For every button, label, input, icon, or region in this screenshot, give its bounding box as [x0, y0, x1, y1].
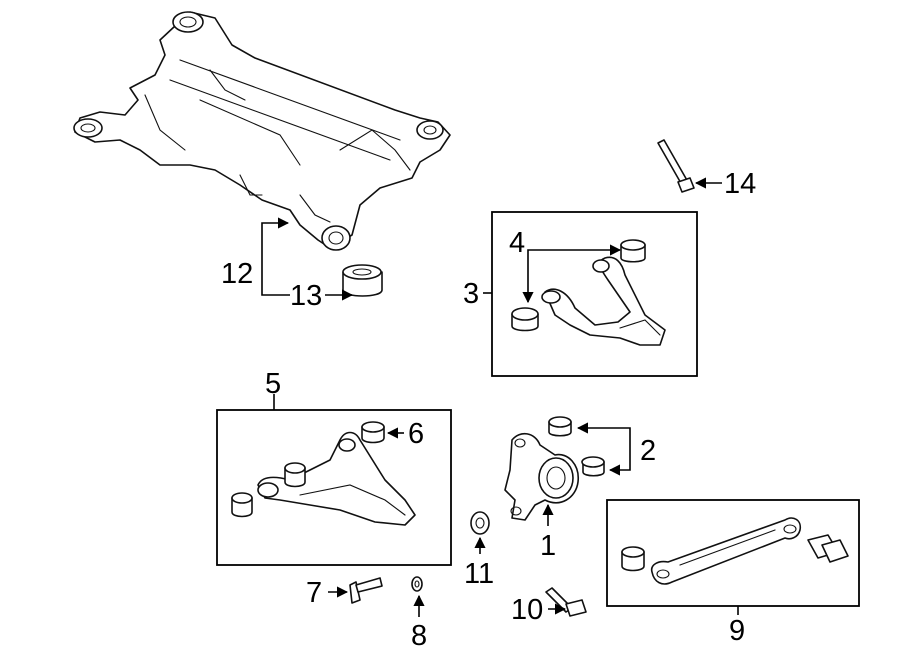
upper-arm-box [491, 211, 698, 377]
knuckle-bolt [545, 587, 587, 617]
callout-1: 1 [540, 530, 556, 562]
callout-4: 4 [509, 227, 525, 259]
long-bolt [657, 139, 695, 193]
subframe-bushing [342, 264, 383, 297]
cam-washer [470, 511, 490, 535]
knuckle-bushing-lower [581, 456, 605, 477]
callout-7: 7 [306, 577, 322, 609]
leader-12 [261, 217, 290, 272]
upper-arm-bushing-top [620, 239, 646, 263]
upper-control-arm [541, 256, 666, 346]
leader-2b [608, 450, 631, 476]
callout-5: 5 [265, 368, 281, 400]
lower-arm-bushing-top [361, 421, 385, 444]
callout-13: 13 [290, 280, 322, 312]
link-bushing-left [621, 546, 645, 572]
leader-4 [522, 244, 622, 304]
link-bushing-right [807, 534, 849, 563]
lateral-link [650, 517, 802, 585]
knuckle [504, 432, 579, 521]
subframe-crossmember [73, 11, 451, 251]
lower-arm-box [216, 409, 452, 566]
washer [411, 576, 423, 592]
leader-12-13 [261, 272, 290, 296]
leader-2 [576, 422, 631, 450]
arm-bolt [349, 577, 383, 604]
lower-control-arm [257, 431, 416, 526]
callout-3: 3 [463, 278, 479, 310]
callout-8: 8 [411, 620, 427, 652]
callout-6: 6 [408, 418, 424, 450]
lateral-link-box [606, 499, 860, 607]
callout-10: 10 [511, 594, 543, 626]
callout-9: 9 [729, 615, 745, 647]
callout-11: 11 [464, 558, 494, 590]
lower-arm-bushing-left [231, 492, 253, 518]
callout-14: 14 [724, 168, 756, 200]
upper-arm-bushing-bottom [511, 307, 539, 332]
knuckle-bushing-upper [548, 416, 572, 437]
callout-12: 12 [221, 258, 253, 290]
lower-arm-bushing-right [284, 462, 306, 488]
callout-2: 2 [640, 435, 656, 467]
